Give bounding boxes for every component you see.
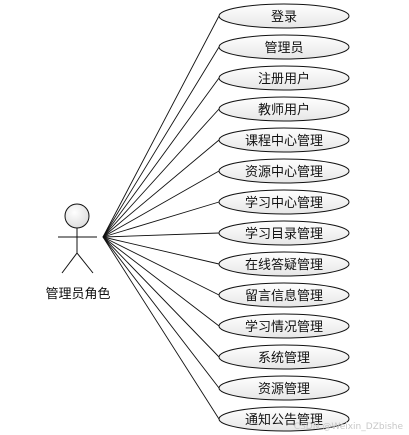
- association-line: [102, 15, 220, 238]
- use-case-ellipse: [218, 189, 350, 215]
- use-case: 管理员: [218, 34, 350, 60]
- actor-head: [64, 203, 90, 229]
- use-case-label: 资源中心管理: [245, 165, 323, 180]
- use-case-ellipse: [218, 158, 350, 184]
- association-line: [102, 236, 220, 296]
- use-case-label: 管理员: [264, 41, 303, 56]
- association-line: [102, 46, 220, 238]
- use-case-label: 通知公告管理: [245, 412, 323, 428]
- use-case-label: 系统管理: [258, 351, 310, 366]
- use-case: 留言信息管理: [218, 282, 350, 308]
- association-line: [102, 236, 220, 265]
- association-lines: [102, 15, 220, 420]
- use-case: 通知公告管理: [218, 406, 350, 432]
- use-case-label: 留言信息管理: [245, 288, 323, 304]
- use-case-label: 学习情况管理: [245, 319, 323, 335]
- use-case-ellipse: [218, 34, 350, 60]
- use-case-list: 登录管理员注册用户教师用户课程中心管理资源中心管理学习中心管理学习目录管理在线答…: [218, 3, 350, 432]
- use-case-label: 教师用户: [258, 102, 310, 118]
- association-line: [102, 108, 220, 238]
- use-case-label: 学习目录管理: [245, 226, 323, 242]
- association-line: [102, 236, 220, 358]
- use-case-label: 资源管理: [258, 382, 310, 397]
- use-case-ellipse: [218, 220, 350, 246]
- use-case-label: 在线答疑管理: [245, 257, 323, 273]
- association-line: [102, 139, 220, 238]
- use-case: 注册用户: [218, 65, 350, 91]
- use-case-ellipse: [218, 127, 350, 153]
- use-case-label: 课程中心管理: [245, 134, 323, 149]
- use-case-label: 学习中心管理: [245, 195, 323, 211]
- use-case: 在线答疑管理: [218, 251, 350, 277]
- use-case: 课程中心管理: [218, 127, 350, 153]
- use-case: 资源中心管理: [218, 158, 350, 184]
- use-case: 学习情况管理: [218, 313, 350, 339]
- use-case-ellipse: [218, 313, 350, 339]
- use-case: 学习中心管理: [218, 189, 350, 215]
- use-case-ellipse: [218, 251, 350, 277]
- use-case-label: 注册用户: [258, 71, 310, 87]
- watermark-text: CSDN @Weixin_DZbishe: [294, 422, 404, 432]
- association-line: [102, 232, 220, 238]
- use-case-ellipse: [218, 406, 350, 432]
- use-case-label: 登录: [271, 10, 297, 25]
- association-line: [102, 236, 220, 420]
- use-case: 系统管理: [218, 344, 350, 370]
- use-case-ellipse: [218, 344, 350, 370]
- use-case-ellipse: [218, 3, 350, 29]
- association-line: [102, 77, 220, 238]
- use-case: 登录: [218, 3, 350, 29]
- use-case-ellipse: [218, 375, 350, 401]
- actor-label: 管理员角色: [45, 286, 110, 302]
- actor-left-leg: [61, 252, 78, 274]
- actor-figure: [58, 203, 97, 274]
- actor-right-leg: [76, 252, 94, 274]
- association-line: [102, 170, 220, 238]
- use-case-ellipse: [218, 65, 350, 91]
- use-case-ellipse: [218, 96, 350, 122]
- use-case: 资源管理: [218, 375, 350, 401]
- association-line: [102, 201, 220, 238]
- use-case: 学习目录管理: [218, 220, 350, 246]
- association-line: [102, 236, 220, 327]
- association-line: [102, 236, 220, 389]
- use-case-ellipse: [218, 282, 350, 308]
- use-case: 教师用户: [218, 96, 350, 122]
